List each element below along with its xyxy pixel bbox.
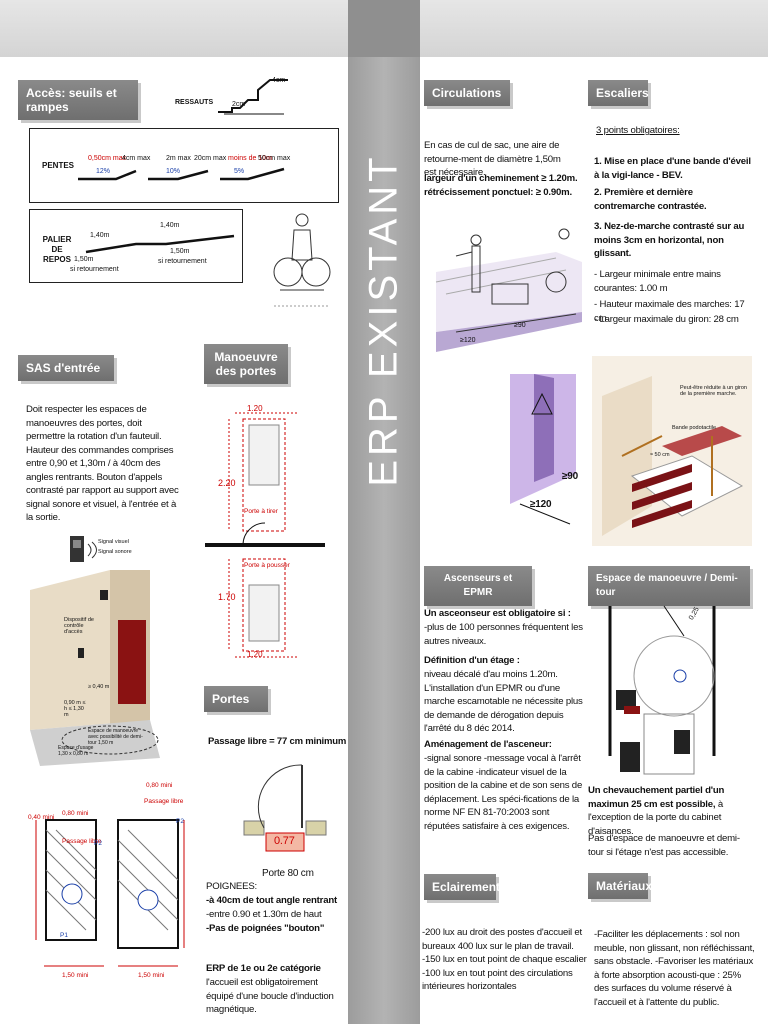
porte-figure	[243, 764, 327, 852]
stairs-figure	[592, 356, 752, 546]
wheelchair-user-figure	[273, 213, 331, 307]
header-sas: SAS d'entrée	[18, 355, 114, 381]
sas-illustration	[30, 536, 160, 766]
palier-box: PALIER DE REPOS 1,40m 1,50m si retournem…	[29, 209, 243, 283]
circulations-text: En cas de cul de sac, une aire de retour…	[424, 140, 561, 178]
header-materiaux: Matériaux	[588, 873, 652, 899]
palier-figure	[85, 234, 235, 254]
passage-libre: Passage libre = 77 cm minimum	[208, 736, 347, 747]
header-escaliers: Escaliers	[588, 80, 649, 106]
ressauts-figure	[218, 79, 288, 115]
espace-figure	[608, 605, 716, 775]
materiaux-text: -Faciliter les déplacements : sol non me…	[594, 929, 755, 1008]
pentes-figure	[78, 167, 285, 181]
header-circulations: Circulations	[424, 80, 510, 106]
header-eclairement: Eclairement	[424, 874, 500, 900]
plans-figure	[35, 819, 185, 967]
header-manoeuvre: Manoeuvre des portes	[204, 344, 288, 384]
sas-text: Doit respecter les espaces de manoeuvres…	[26, 404, 179, 523]
center-band	[348, 0, 420, 1024]
header-espace: Espace de manoeuvre / Demi-tour	[588, 566, 750, 606]
header-acces: Accès: seuils et rampes	[18, 80, 138, 120]
porte-80: Porte 80 cm	[262, 868, 314, 879]
eclairement-text: -200 lux au droit des postes d'accueil e…	[422, 927, 587, 992]
circulation-figure	[435, 228, 582, 352]
ressauts-label: RESSAUTS	[175, 99, 214, 106]
header-ascenseurs: Ascenseurs et EPMR	[424, 566, 532, 606]
manoeuvre-figure	[205, 412, 325, 658]
door-passage-figure	[510, 374, 576, 525]
header-portes: Portes	[204, 686, 268, 712]
page-title: ERP EXISTANT	[361, 153, 406, 487]
espace-text: Un chevauchement partiel d'un maximun 25…	[588, 785, 725, 837]
porte-dim: 0.77	[274, 835, 295, 847]
pentes-box: PENTES 0,50cm max 4cm max 2m max 20cm ma…	[29, 128, 339, 203]
